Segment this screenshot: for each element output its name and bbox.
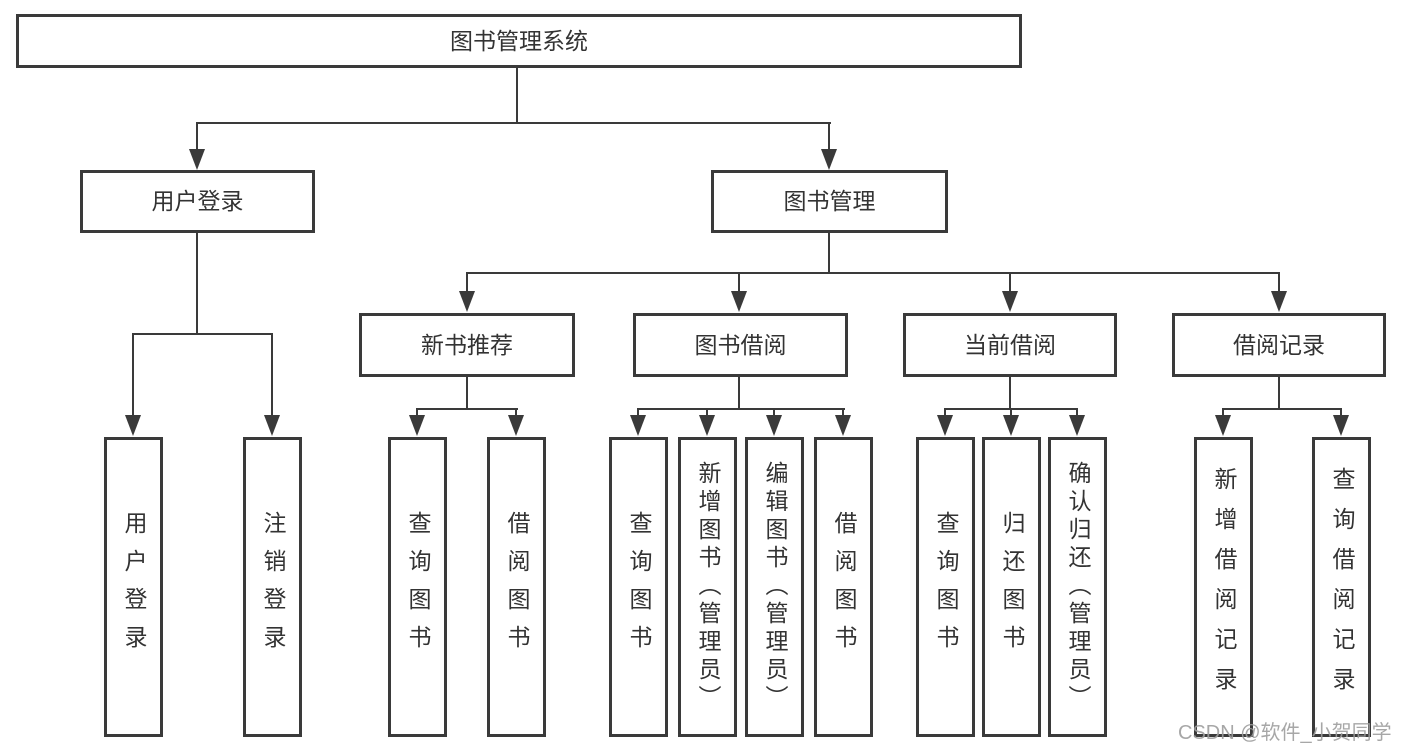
connector-line xyxy=(196,122,198,151)
csdn-watermark: CSDN @软件_小贺同学 xyxy=(1178,722,1392,744)
connector-line xyxy=(1009,272,1011,293)
arrowhead xyxy=(508,415,524,436)
connector-line xyxy=(842,408,844,417)
connector-line xyxy=(196,122,831,124)
connector-line xyxy=(271,333,273,416)
node-book-management: 图书管理 xyxy=(711,170,948,233)
connector-line xyxy=(1278,272,1280,293)
connector-line xyxy=(196,233,198,333)
arrowhead xyxy=(1271,291,1287,312)
leaf-add-book-admin: 新增图书（管理员） xyxy=(678,437,737,737)
arrowhead xyxy=(1002,291,1018,312)
node-library-management-system: 图书管理系统 xyxy=(16,14,1022,68)
connector-line xyxy=(416,408,518,410)
leaf-borrow-books-recommend: 借阅图书 xyxy=(487,437,546,737)
arrowhead xyxy=(821,149,837,170)
connector-line xyxy=(706,408,708,417)
leaf-label: 借阅图书 xyxy=(504,511,530,663)
leaf-label: 查询图书 xyxy=(405,511,431,663)
connector-line xyxy=(132,333,273,335)
connector-line xyxy=(828,122,830,151)
arrowhead xyxy=(264,415,280,436)
leaf-label: 查询图书 xyxy=(626,511,652,663)
leaf-query-borrow-record: 查询借阅记录 xyxy=(1312,437,1371,737)
node-borrow-records: 借阅记录 xyxy=(1172,313,1386,377)
leaf-borrow-books: 借阅图书 xyxy=(814,437,873,737)
arrowhead xyxy=(189,149,205,170)
connector-line xyxy=(1278,377,1280,408)
connector-line xyxy=(828,233,830,272)
leaf-label: 确认归还（管理员） xyxy=(1065,461,1091,713)
connector-line xyxy=(738,377,740,408)
node-current-borrowing: 当前借阅 xyxy=(903,313,1117,377)
connector-line xyxy=(516,68,518,122)
arrowhead xyxy=(1069,415,1085,436)
connector-line xyxy=(466,272,468,293)
arrowhead xyxy=(409,415,425,436)
connector-line xyxy=(416,408,418,417)
connector-line xyxy=(1009,377,1011,408)
connector-line xyxy=(637,408,639,417)
connector-line xyxy=(944,408,946,417)
connector-line xyxy=(515,408,517,417)
arrowhead xyxy=(1003,415,1019,436)
arrowhead xyxy=(699,415,715,436)
leaf-label: 新增借阅记录 xyxy=(1211,467,1237,707)
connector-line xyxy=(773,408,775,417)
leaf-label: 归还图书 xyxy=(999,511,1025,663)
connector-line xyxy=(466,272,1280,274)
leaf-return-books: 归还图书 xyxy=(982,437,1041,737)
leaf-logout: 注销登录 xyxy=(243,437,302,737)
connector-line xyxy=(738,272,740,293)
connector-line xyxy=(132,333,134,416)
leaf-edit-book-admin: 编辑图书（管理员） xyxy=(745,437,804,737)
leaf-label: 查询借阅记录 xyxy=(1329,467,1355,707)
arrowhead xyxy=(835,415,851,436)
leaf-query-books-recommend: 查询图书 xyxy=(388,437,447,737)
connector-line xyxy=(466,377,468,408)
arrowhead xyxy=(731,291,747,312)
connector-line xyxy=(1340,408,1342,417)
arrowhead xyxy=(459,291,475,312)
leaf-add-borrow-record: 新增借阅记录 xyxy=(1194,437,1253,737)
connector-line xyxy=(1222,408,1342,410)
leaf-query-books-borrowing: 查询图书 xyxy=(609,437,668,737)
arrowhead xyxy=(125,415,141,436)
leaf-confirm-return-admin: 确认归还（管理员） xyxy=(1048,437,1107,737)
connector-line xyxy=(1076,408,1078,417)
node-book-borrowing: 图书借阅 xyxy=(633,313,848,377)
leaf-label: 新增图书（管理员） xyxy=(695,461,721,713)
leaf-label: 编辑图书（管理员） xyxy=(762,461,788,713)
leaf-user-login: 用户登录 xyxy=(104,437,163,737)
node-user-login: 用户登录 xyxy=(80,170,315,233)
leaf-label: 用户登录 xyxy=(121,511,147,663)
connector-line xyxy=(637,408,845,410)
node-new-book-recommendation: 新书推荐 xyxy=(359,313,575,377)
leaf-label: 注销登录 xyxy=(260,511,286,663)
connector-line xyxy=(1222,408,1224,417)
leaf-label: 借阅图书 xyxy=(831,511,857,663)
arrowhead xyxy=(766,415,782,436)
arrowhead xyxy=(630,415,646,436)
leaf-label: 查询图书 xyxy=(933,511,959,663)
arrowhead xyxy=(937,415,953,436)
arrowhead xyxy=(1215,415,1231,436)
arrowhead xyxy=(1333,415,1349,436)
leaf-query-books-current: 查询图书 xyxy=(916,437,975,737)
connector-line xyxy=(1010,408,1012,417)
